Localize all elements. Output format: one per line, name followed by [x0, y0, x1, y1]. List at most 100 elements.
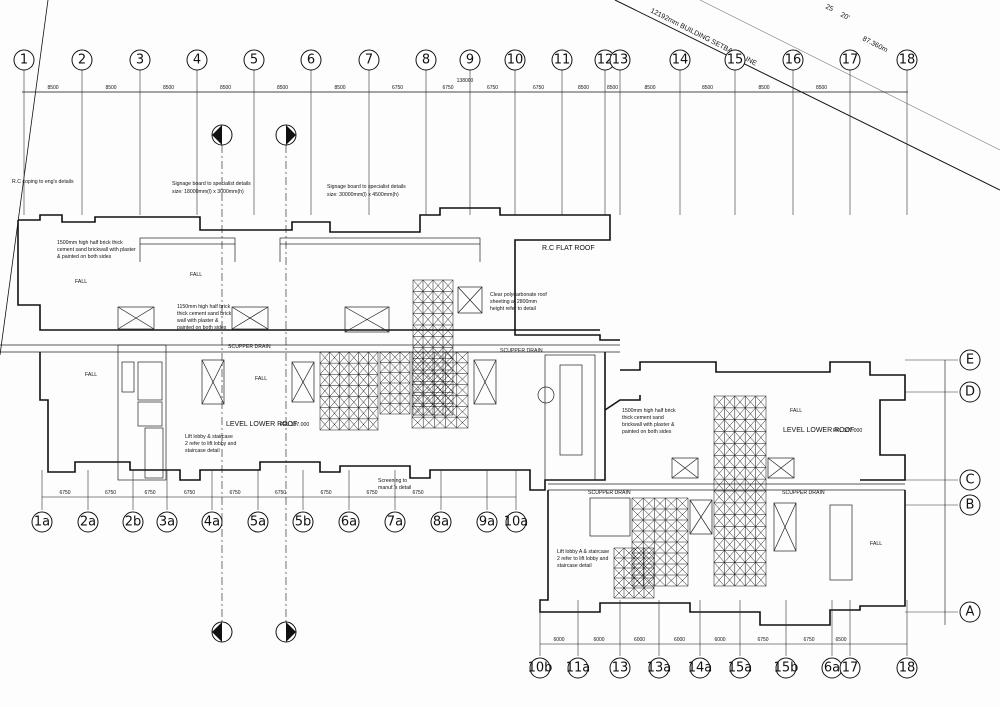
grid-bubble-top-5: 5 [243, 49, 265, 71]
svg-text:18: 18 [899, 661, 916, 676]
top-dim-8: 6750 [487, 85, 498, 91]
svg-text:11a: 11a [566, 661, 591, 676]
grid-bubble-bottom-5a: 5a [247, 511, 269, 533]
bottom-dim-left-0: 6750 [59, 490, 70, 496]
svg-text:11: 11 [554, 53, 571, 68]
grid-bubble-top-1: 1 [13, 49, 35, 71]
svg-text:9a: 9a [479, 515, 495, 530]
setback-line [614, 0, 1000, 191]
svg-text:4a: 4a [204, 515, 220, 530]
svg-text:A: A [966, 605, 975, 620]
svg-text:15b: 15b [774, 661, 799, 676]
skylight-right-a [631, 497, 689, 587]
svg-text:6: 6 [307, 53, 315, 68]
grid-bubble-side-E: E [959, 349, 981, 371]
svg-text:6a: 6a [341, 515, 357, 530]
left-wing-parapet-outline [18, 207, 620, 341]
top-dim-2: 8500 [163, 85, 174, 91]
skylight-right-b [613, 547, 655, 599]
section-marker-bottom-left [211, 621, 233, 643]
grid-bubble-top-7: 7 [358, 49, 380, 71]
bottom-dim-right-6: 6750 [803, 637, 814, 643]
svg-text:staircase detail: staircase detail [557, 563, 592, 569]
grid-bubble-bottom-right-6a: 6a [821, 657, 843, 679]
bottom-dim-right-0: 6000 [553, 637, 564, 643]
top-dim-13: 8500 [702, 85, 713, 91]
svg-text:5: 5 [250, 53, 258, 68]
skylight-left-c [411, 351, 469, 429]
svg-text:10a: 10a [504, 515, 529, 530]
grid-bubble-top-17: 17 [839, 49, 861, 71]
svg-text:thick cement sand: thick cement sand [622, 415, 664, 421]
svg-text:sheeting at 2800mm: sheeting at 2800mm [490, 299, 537, 305]
scupper-label-right: SCUPPER DRAIN [588, 490, 631, 496]
ffl-left: FFL 107.000 [280, 422, 309, 428]
note-parapet-3: 1500mm high half brick thick cement sand… [622, 408, 676, 435]
fall-label-4: FALL [85, 372, 97, 378]
svg-text:13a: 13a [647, 661, 672, 676]
note-polycarbonate: Clear polycarbonate roof sheeting at 280… [490, 292, 547, 312]
top-dim-9: 6750 [533, 85, 544, 91]
bottom-dim-right-2: 6000 [634, 637, 645, 643]
svg-text:C: C [965, 473, 974, 488]
top-dim-3: 8500 [220, 85, 231, 91]
svg-text:brickwall with plaster &: brickwall with plaster & [622, 422, 675, 428]
svg-text:D: D [965, 385, 975, 400]
fall-label-3: FALL [255, 376, 267, 382]
svg-text:Signage board to specialist de: Signage board to specialist details [172, 181, 251, 187]
svg-text:height refer to detail: height refer to detail [490, 306, 536, 312]
fall-label-1: FALL [190, 272, 202, 278]
grid-bubble-bottom-right-15b: 15b [774, 657, 799, 679]
grid-bubble-top-14: 14 [669, 49, 691, 71]
grid-bubble-bottom-9a: 9a [476, 511, 498, 533]
svg-text:& painted on both sides: & painted on both sides [57, 254, 112, 260]
svg-text:thick cement sand brick: thick cement sand brick [177, 311, 232, 317]
svg-text:14a: 14a [688, 661, 713, 676]
overall-dimension: 138000 [457, 78, 474, 84]
svg-text:10b: 10b [528, 661, 553, 676]
bottom-dim-right-4: 6000 [714, 637, 725, 643]
svg-text:1150mm high half brick: 1150mm high half brick [177, 304, 231, 310]
setback-distance: 87.360m [861, 36, 889, 55]
roof-vents [117, 286, 797, 552]
svg-text:painted on both sides: painted on both sides [622, 429, 672, 435]
lift-core-right [589, 497, 853, 581]
scupper-label-right-2: SCUPPER DRAIN [782, 490, 825, 496]
grid-bubble-bottom-right-18: 18 [896, 657, 918, 679]
bottom-dim-left-6: 6750 [320, 490, 331, 496]
label-rc-flat-roof: R.C FLAT ROOF [542, 245, 595, 252]
svg-text:painted on both sides: painted on both sides [177, 325, 227, 331]
svg-text:Lift lobby & staircase: Lift lobby & staircase [185, 434, 233, 440]
svg-text:7: 7 [365, 53, 373, 68]
skylight-left-b [379, 351, 411, 415]
lift-core-left [117, 344, 167, 481]
grid-bubble-bottom-6a: 6a [338, 511, 360, 533]
note-lift-lobby-right: Lift lobby A & staircase 2 refer to lift… [557, 549, 609, 569]
grid-bubble-top-13: 13 [609, 49, 631, 71]
grid-bubble-top-11: 11 [551, 49, 573, 71]
svg-text:8: 8 [422, 53, 430, 68]
svg-text:10: 10 [507, 53, 524, 68]
left-wing-parapet-upper [17, 220, 600, 331]
top-dim-4: 8500 [277, 85, 288, 91]
bottom-dim-left-3: 6750 [184, 490, 195, 496]
scupper-label-mid: SCUPPER DRAIN [500, 348, 543, 354]
svg-text:13: 13 [612, 53, 629, 68]
grid-bubble-bottom-right-15a: 15a [728, 657, 752, 679]
grid-bubble-top-10: 10 [504, 49, 526, 71]
section-marker-bottom-right [275, 621, 297, 643]
grid-bubble-bottom-5b: 5b [292, 511, 314, 533]
note-parapet-1: 1500mm high half brick thick cement sand… [57, 240, 136, 260]
top-dim-15: 8500 [816, 85, 827, 91]
right-wing-outline [620, 361, 906, 481]
top-dim-0: 8500 [47, 85, 58, 91]
grid-bubble-top-6: 6 [300, 49, 322, 71]
scupper-label-left: SCUPPER DRAIN [228, 344, 271, 350]
svg-text:1500mm high half brick: 1500mm high half brick [622, 408, 676, 414]
level-label-right: LEVEL LOWER ROOF [783, 427, 854, 434]
top-dim-6: 6750 [392, 85, 403, 91]
svg-text:7a: 7a [387, 515, 403, 530]
grid-bubble-top-3: 3 [129, 49, 151, 71]
